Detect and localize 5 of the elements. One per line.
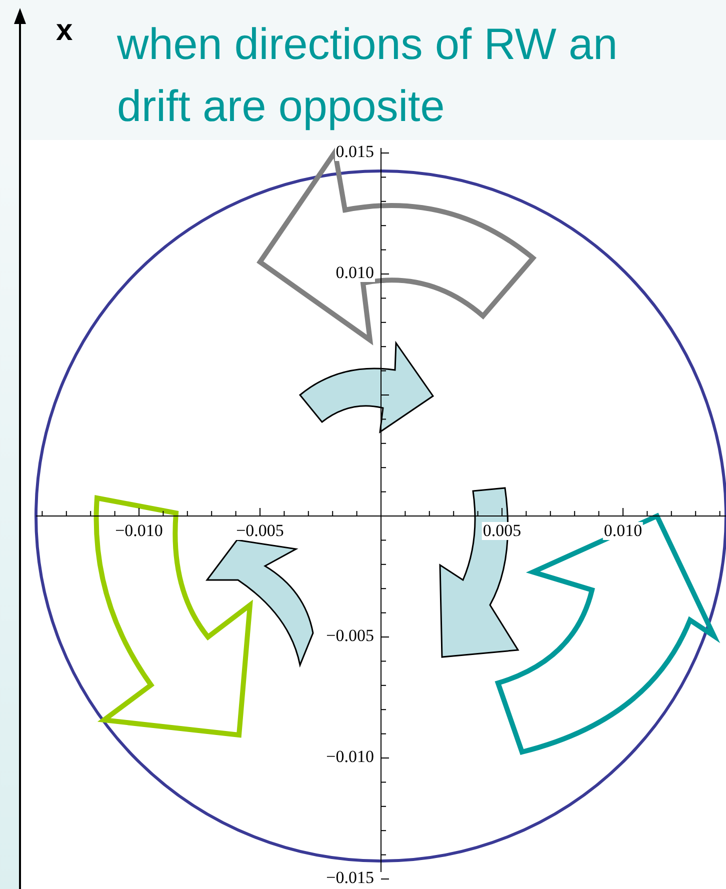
slide-title: when directions of RW an drift are opposite: [117, 19, 619, 133]
axis-label: x: [56, 14, 73, 48]
tick-label: 0.015: [334, 143, 375, 161]
tick-label: 0.010: [334, 264, 375, 282]
tick-label: −0.005: [235, 522, 285, 540]
